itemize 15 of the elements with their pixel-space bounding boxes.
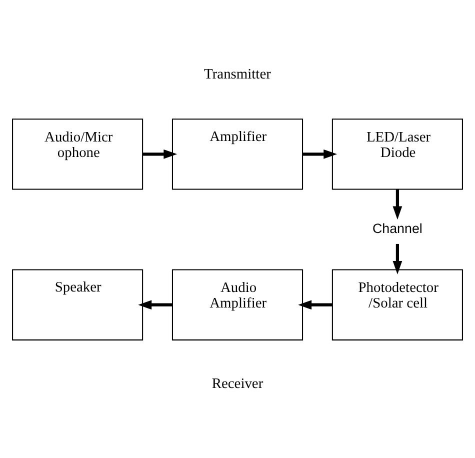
node-text: Channel — [372, 220, 422, 236]
node-box: Photodetector /Solar cell — [332, 268, 463, 340]
label: Receiver — [212, 376, 264, 392]
node-box: Audio/Micr ophone — [12, 118, 144, 190]
node-box: Audio Amplifier — [172, 268, 304, 340]
arrow — [392, 243, 402, 274]
node-box: Speaker — [12, 268, 144, 340]
arrow — [392, 188, 402, 220]
label: Transmitter — [204, 66, 271, 82]
arrow — [302, 148, 338, 158]
node-box: Amplifier — [172, 118, 304, 190]
arrow — [138, 300, 172, 310]
arrow — [142, 148, 178, 158]
node-box: LED/Laser Diode — [332, 118, 463, 190]
arrow — [298, 300, 332, 310]
